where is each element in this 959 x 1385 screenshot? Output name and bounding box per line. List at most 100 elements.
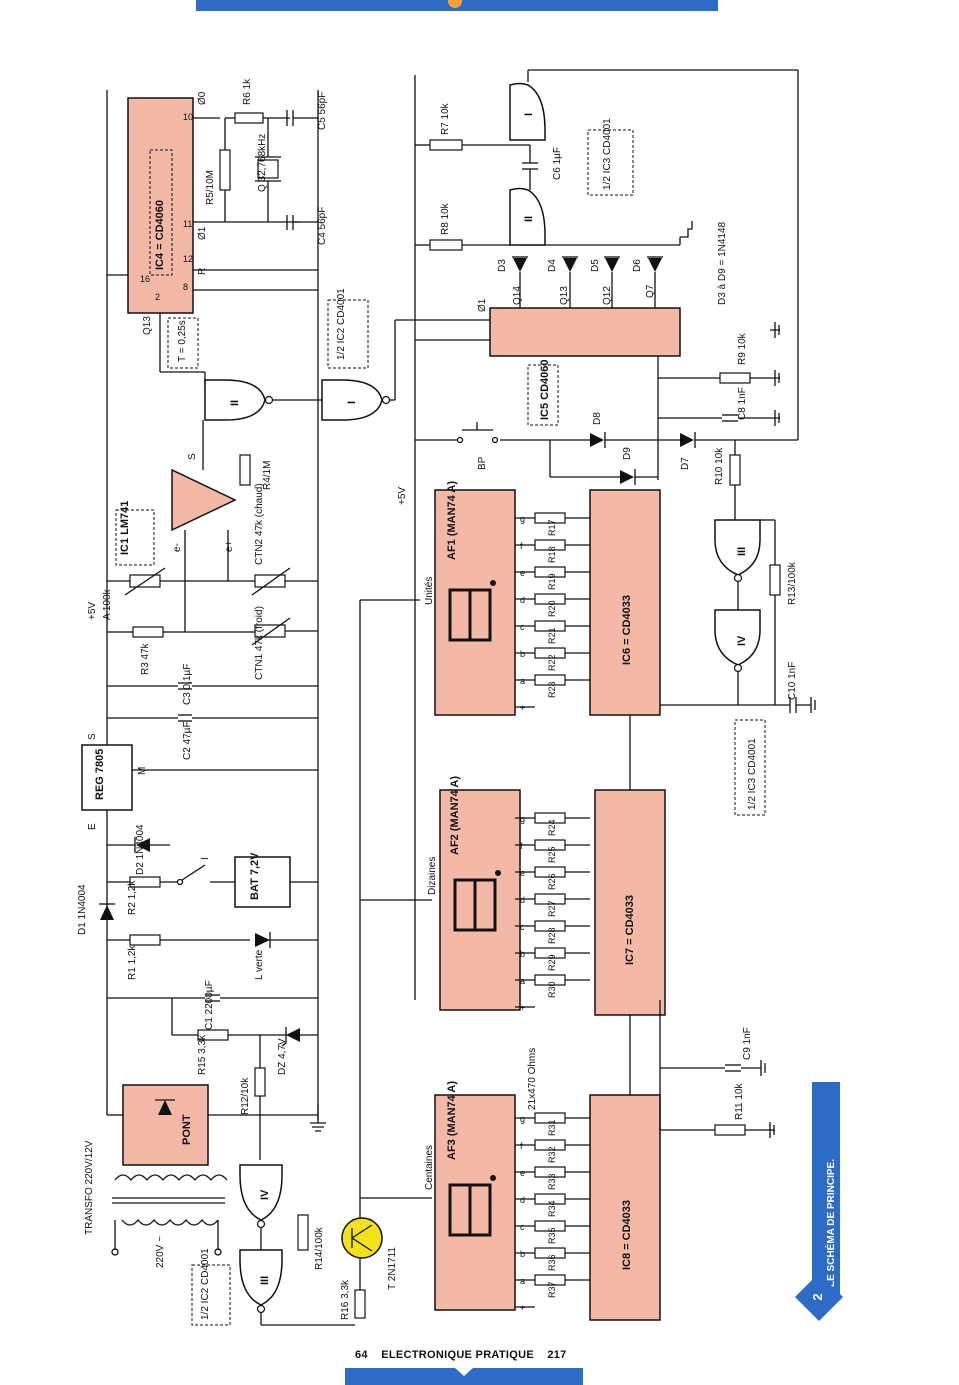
ic4-phi1: Ø1 xyxy=(197,226,208,240)
d7-label: D7 xyxy=(680,457,691,470)
c4-label: C4 56pF xyxy=(317,207,328,245)
r11-label: R11 10k xyxy=(734,1082,745,1120)
nor-gate-iv: IV xyxy=(239,1164,283,1229)
segment-letter: b xyxy=(520,649,525,659)
segment-letter: g xyxy=(520,814,525,824)
figure-side-tab: LE SCHÉMA DE PRINCIPE. xyxy=(812,1082,840,1295)
segment-resistor-label: R29 xyxy=(547,954,557,971)
figure-number: 2 xyxy=(810,1293,825,1301)
page-footer: 64 ELECTRONIQUE PRATIQUE 217 xyxy=(355,1349,577,1361)
r1-label: R1 1,2k xyxy=(127,945,138,980)
segment-letter: e xyxy=(520,568,525,578)
segment-letter: b xyxy=(520,949,525,959)
resistor-r10 xyxy=(729,454,741,486)
segment-letter: c xyxy=(520,622,525,632)
nor-gate-iv-ic3: IV xyxy=(714,609,761,673)
led-label: L verte xyxy=(254,949,265,980)
ic4-label: IC4 = CD4060 xyxy=(154,200,166,270)
dizaines-label: Dizaines xyxy=(427,857,438,895)
diode-d1 xyxy=(99,903,115,920)
bp-label: BP xyxy=(477,456,488,470)
transistor-t xyxy=(341,1217,383,1259)
ic4-pin-2: 2 xyxy=(155,292,160,302)
pot-a-label: A 100k xyxy=(102,588,113,620)
ground-symbols xyxy=(310,221,816,1138)
svg-text:IV: IV xyxy=(736,635,748,646)
bridge-diode-symbol xyxy=(158,1100,172,1115)
r15-label: R15 3,3k xyxy=(197,1034,208,1075)
centaines-label: Centaines xyxy=(424,1145,435,1190)
q13-label: Q13 xyxy=(142,316,153,335)
segment-resistor-label: R33 xyxy=(547,1173,557,1190)
battery xyxy=(234,856,291,908)
issue-number: 217 xyxy=(547,1349,567,1361)
d8-label: D8 xyxy=(592,412,603,425)
ic4-pin-16: 16 xyxy=(140,274,150,284)
bottom-bar-arrow xyxy=(455,1368,473,1376)
segment-resistor-label: R32 xyxy=(547,1146,557,1163)
segment-resistor-label: R35 xyxy=(547,1227,557,1244)
r4-label: R4/1M xyxy=(262,461,273,490)
segment-letter: e xyxy=(520,868,525,878)
ic2-note-box-top xyxy=(327,299,369,369)
ic4-r-label: R xyxy=(197,268,208,275)
segment-letter: c xyxy=(520,922,525,932)
display-af1 xyxy=(434,489,516,716)
svg-text:I: I xyxy=(523,113,535,116)
segment-resistor-label: R34 xyxy=(547,1200,557,1217)
resistor-r6 xyxy=(234,112,264,124)
period-label: T = 0,25s xyxy=(177,320,188,362)
q7-label: Q7 xyxy=(645,284,656,298)
segment-letter: a xyxy=(520,676,525,686)
resistor-r13 xyxy=(769,564,781,596)
svg-text:IV: IV xyxy=(259,1189,271,1200)
r2-label: R2 1,2k xyxy=(127,880,138,915)
segment-letter: a xyxy=(520,1276,525,1286)
ic3-note-box-bottom xyxy=(734,719,766,816)
c5-label: C5 56pF xyxy=(317,92,328,130)
c2-label: C2 47µF xyxy=(182,721,193,760)
segment-resistor-label: R18 xyxy=(547,546,557,563)
r9-label: R9 10k xyxy=(737,332,748,365)
diode-note: D3 à D9 = 1N4148 xyxy=(717,221,728,305)
period-note-box xyxy=(167,317,199,369)
capacitor-c2 xyxy=(178,714,192,722)
segment-resistor-label: R25 xyxy=(547,846,557,863)
opamp-e-minus: e- xyxy=(172,543,183,552)
d2-label: D2 1N4004 xyxy=(135,824,146,875)
ic4-pin-10: 10 xyxy=(183,112,193,122)
capacitor-c6 xyxy=(522,162,538,170)
crystal-q xyxy=(257,159,279,179)
ic2-note-top: 1/2 IC2 CD4001 xyxy=(336,288,347,360)
resistor-r5 xyxy=(219,149,231,191)
reg-pin-s: S xyxy=(87,733,98,740)
plus5v-label: +5V xyxy=(397,487,408,505)
d4-label: D4 xyxy=(547,259,558,272)
seven-seg-af3 xyxy=(448,1175,496,1237)
ic4-label-box xyxy=(149,149,173,276)
segment-letter: c xyxy=(520,1222,525,1232)
seven-seg-af2 xyxy=(453,870,501,932)
segment-letter: f xyxy=(520,541,523,551)
c9-label: C9 1nF xyxy=(742,1027,753,1060)
dz-label: DZ 4,7V xyxy=(277,1038,288,1075)
segment-resistor-label: R20 xyxy=(547,600,557,617)
segment-letter: + xyxy=(520,703,525,713)
diode-d9 xyxy=(620,469,636,485)
r14-label: R14/100k xyxy=(314,1226,325,1270)
c3-label: C3 0,1µF xyxy=(182,664,193,705)
transformer-label: TRANSFO 220V/12V xyxy=(84,1140,95,1235)
segment-letter: d xyxy=(520,595,525,605)
ic4-pin-12: 12 xyxy=(183,254,193,264)
d6-label: D6 xyxy=(632,259,643,272)
d1-label: D1 1N4004 xyxy=(77,884,88,935)
segment-letter: e xyxy=(520,1168,525,1178)
segment-letter: a xyxy=(520,976,525,986)
ic8-label: IC8 = CD4033 xyxy=(621,1200,633,1270)
top-bar-notch xyxy=(448,0,462,8)
resistor-r11 xyxy=(714,1124,746,1136)
seven-seg-af1 xyxy=(448,580,496,642)
push-button-bp xyxy=(415,422,499,444)
led-indicator xyxy=(255,932,271,948)
